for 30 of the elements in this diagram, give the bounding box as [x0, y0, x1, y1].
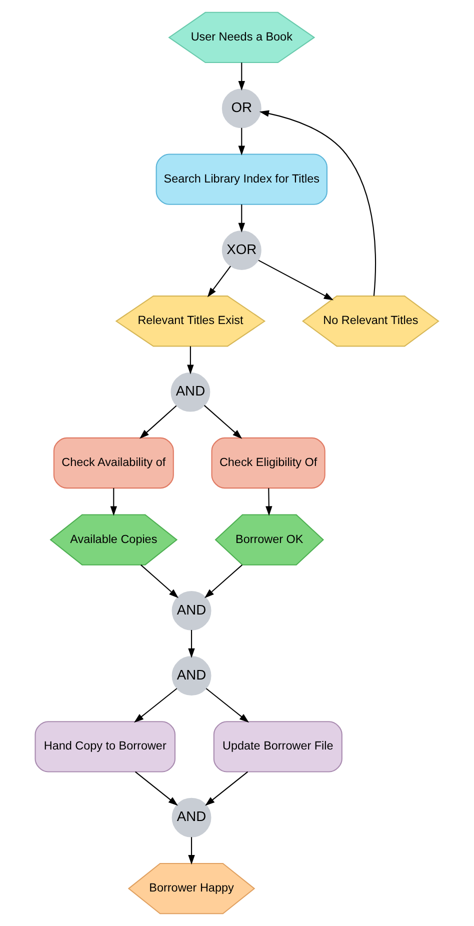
node-circle: AND: [172, 798, 212, 838]
arrow: [205, 771, 248, 806]
node-box: Check Eligibility Of: [211, 437, 326, 489]
arrow: [206, 688, 249, 723]
arrow: [207, 266, 231, 298]
arrow: [204, 405, 242, 439]
arrow: [188, 630, 195, 658]
arrow: [204, 564, 242, 598]
node-box: Hand Copy to Borrower: [34, 721, 176, 772]
arrow: [110, 488, 118, 516]
node-circle: AND: [172, 656, 212, 696]
arrow: [266, 488, 272, 516]
arrow: [259, 110, 376, 296]
node-circle: AND: [172, 590, 212, 630]
node-circle: AND: [170, 372, 210, 412]
arrow: [258, 260, 334, 300]
arrow: [238, 204, 245, 232]
node-box: Update Borrower File: [213, 721, 342, 772]
arrow: [187, 346, 194, 374]
node-circle: XOR: [222, 230, 262, 270]
arrow: [238, 62, 245, 91]
arrow: [188, 837, 195, 865]
arrow: [135, 771, 178, 806]
arrow: [134, 688, 178, 723]
arrow: [238, 128, 245, 156]
node-circle: OR: [222, 88, 262, 128]
arrow: [140, 564, 179, 598]
arrow: [140, 405, 177, 439]
node-box: Check Availability of: [53, 437, 174, 489]
node-box: Search Library Index for Titles: [156, 154, 328, 205]
